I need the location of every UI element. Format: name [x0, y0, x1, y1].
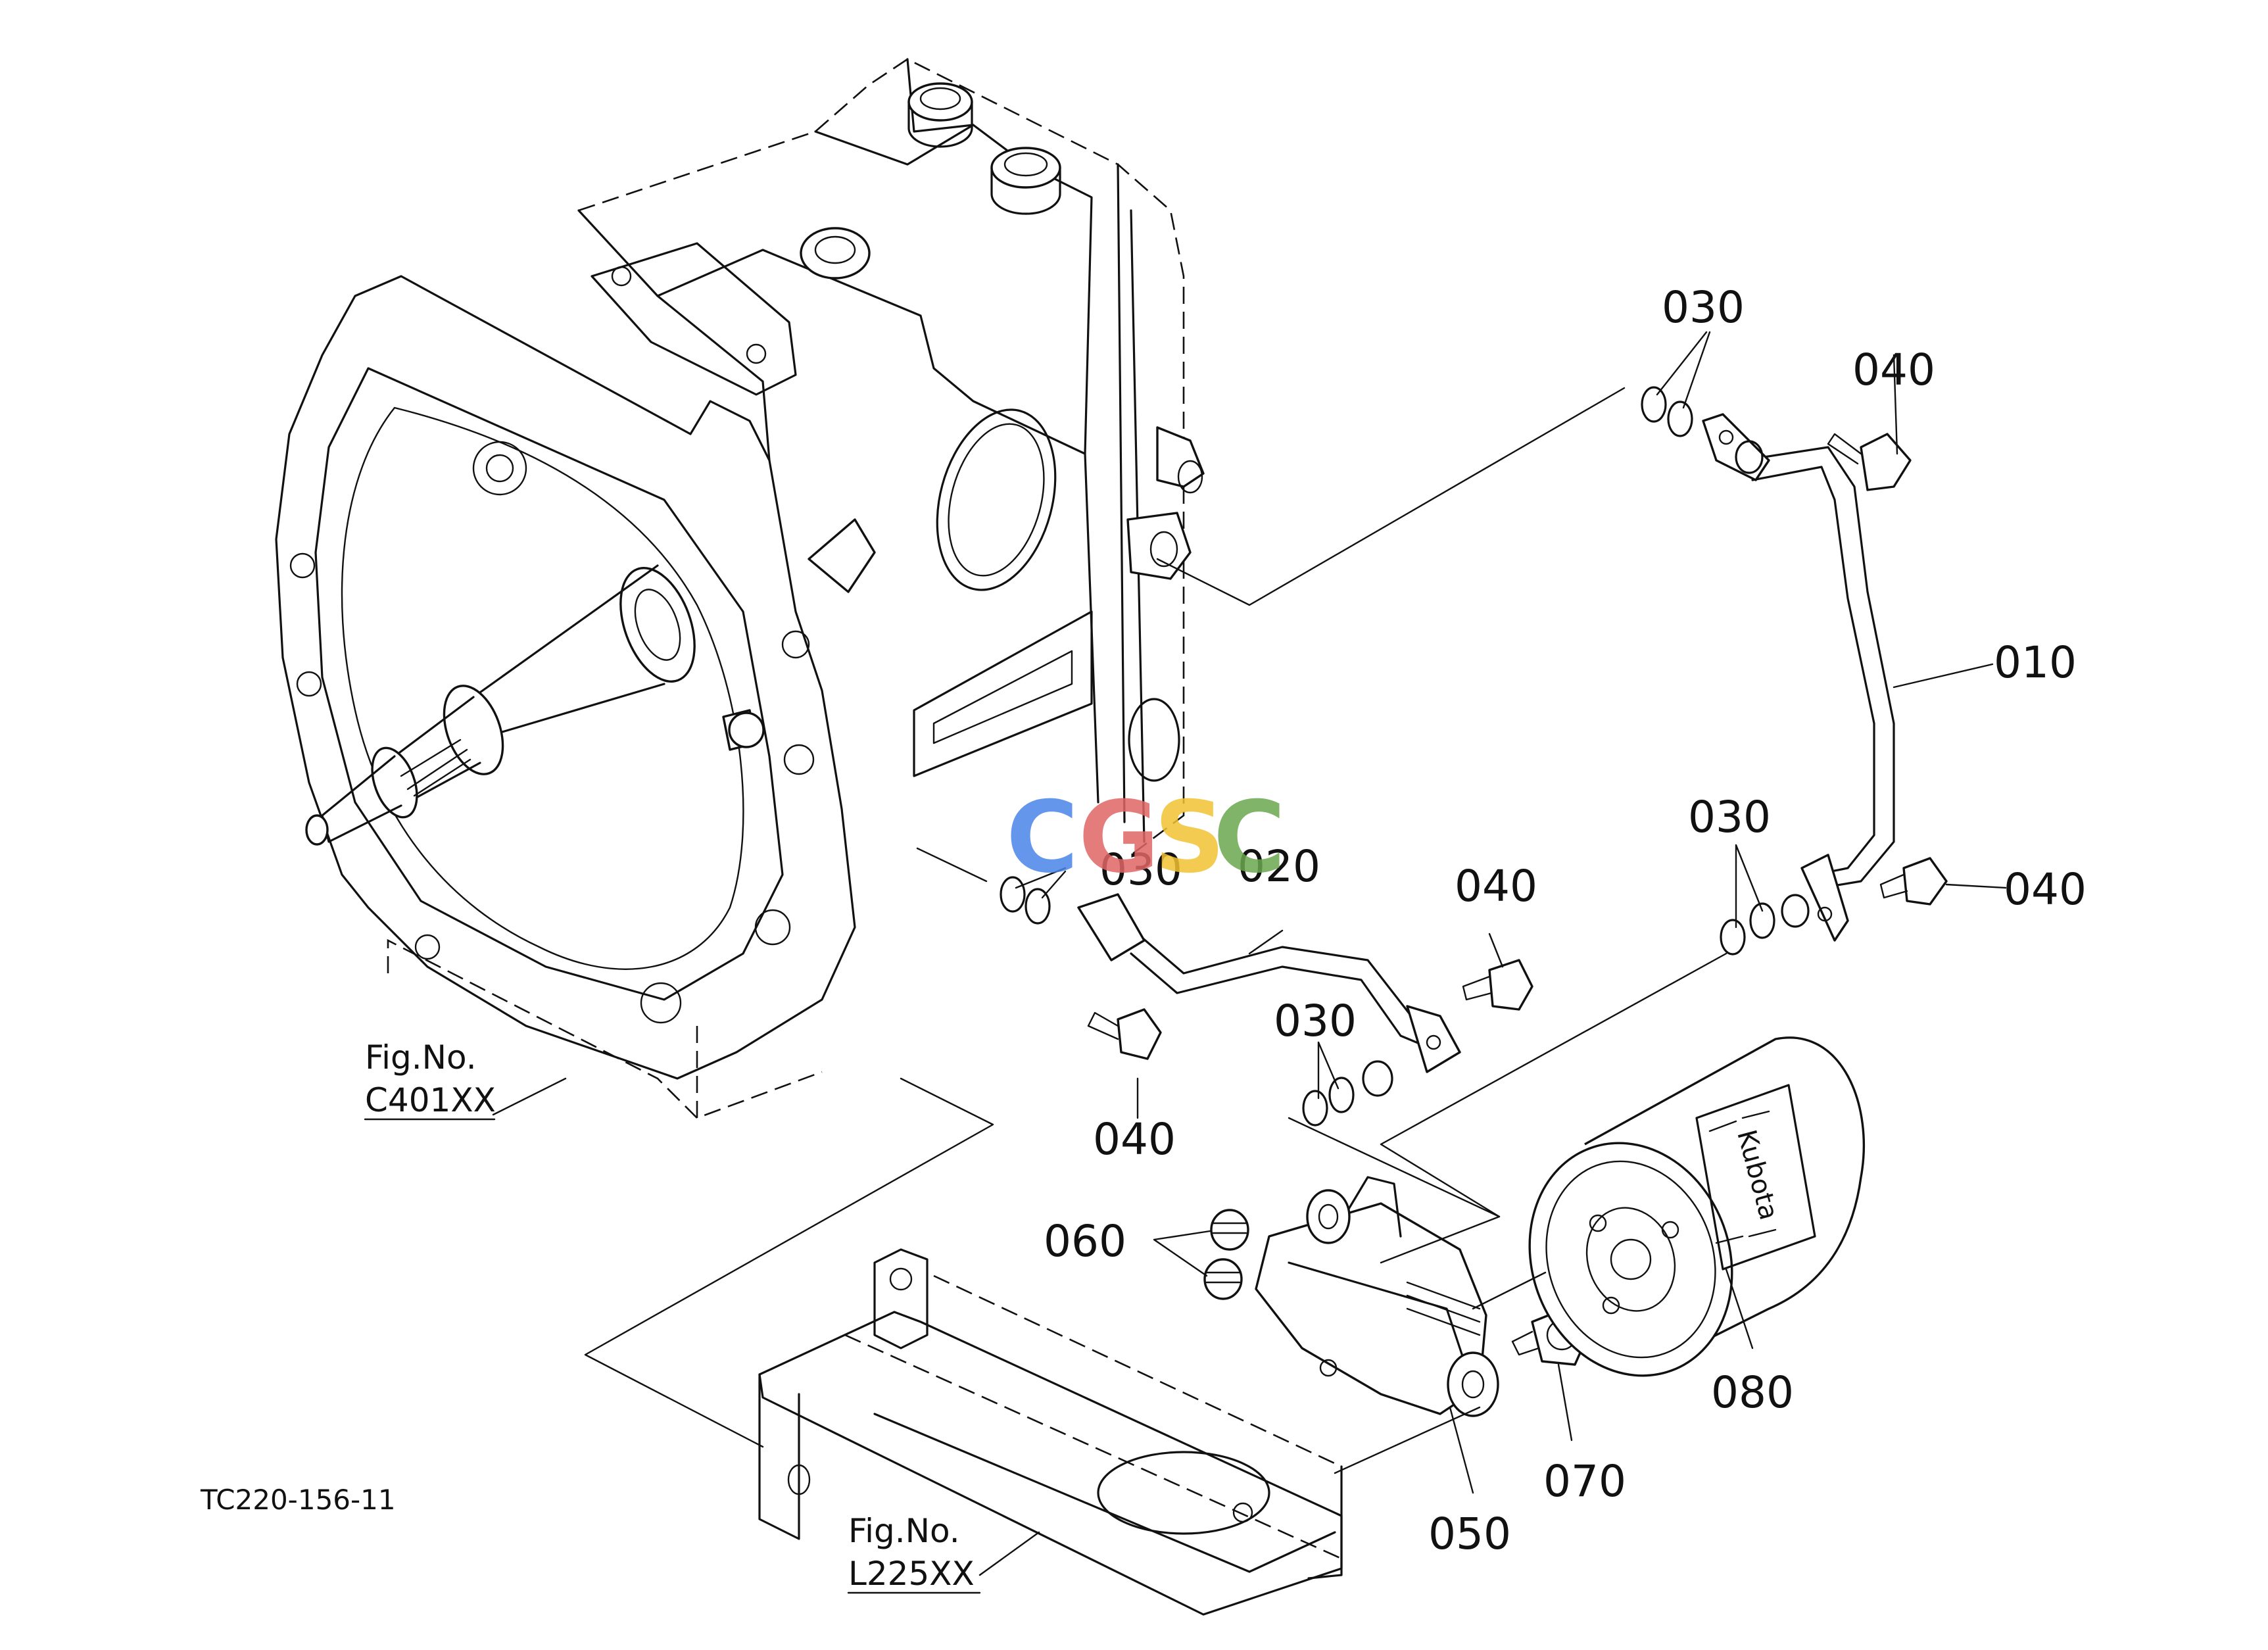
fig-ref-l225-line1: Fig.No. — [848, 1512, 960, 1550]
leader-lines — [492, 331, 2007, 1576]
label-030-low: 030 — [1274, 996, 1357, 1046]
label-080: 080 — [1711, 1367, 1794, 1418]
watermark-letter-3: S — [1154, 781, 1225, 895]
plugs-060 — [1203, 1209, 1249, 1300]
label-020: 020 — [1238, 841, 1320, 892]
watermark: C G S C — [1006, 781, 1286, 895]
label-070: 070 — [1543, 1456, 1626, 1507]
fig-ref-c401: Fig.No. C401XX — [364, 1038, 496, 1121]
mounting-bracket — [758, 1248, 1343, 1616]
watermark-letter-1: C — [1006, 781, 1078, 895]
watermark-letter-2: G — [1078, 781, 1159, 895]
label-030-mid: 030 — [1099, 844, 1182, 895]
pipe-020 — [1077, 893, 1461, 1073]
label-040-top: 040 — [1852, 345, 1935, 395]
fig-ref-c401-line2: C401XX — [365, 1081, 496, 1119]
label-030-right: 030 — [1688, 792, 1771, 842]
bolts-040 — [1087, 433, 1948, 1060]
label-030-top: 030 — [1662, 282, 1745, 333]
fig-ref-c401-line1: Fig.No. — [365, 1038, 477, 1077]
oil-filter-080: Kubota — [1528, 1036, 1866, 1377]
label-040-mid: 040 — [1455, 861, 1537, 911]
watermark-letter-4: C — [1213, 781, 1286, 895]
drawing-code: TC220-156-11 — [200, 1484, 396, 1516]
input-shaft — [305, 564, 696, 846]
assembly-lines — [584, 387, 1727, 1474]
label-040-low: 040 — [1093, 1114, 1176, 1165]
transmission-housing — [275, 58, 1205, 1119]
pipe-010 — [1702, 413, 1895, 942]
filter-head-050 — [1255, 1176, 1499, 1417]
fig-ref-l225-line2: L225XX — [848, 1555, 975, 1593]
label-050: 050 — [1428, 1509, 1511, 1559]
label-010: 010 — [1994, 637, 2077, 688]
o-rings-030 — [1000, 386, 1810, 1127]
label-060: 060 — [1044, 1216, 1126, 1267]
fig-ref-l225: Fig.No. L225XX — [847, 1512, 981, 1594]
label-040-right: 040 — [2004, 864, 2087, 915]
